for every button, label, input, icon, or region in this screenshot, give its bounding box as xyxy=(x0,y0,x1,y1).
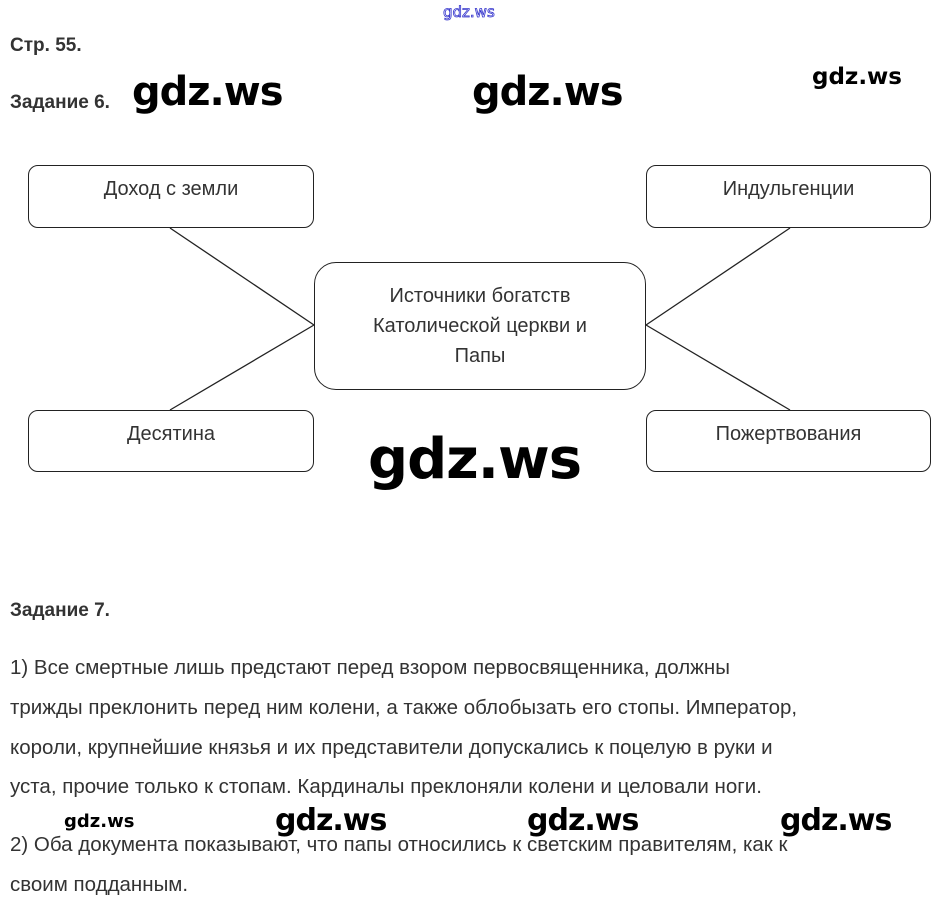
watermark: gdz.ws xyxy=(527,803,639,838)
box-label: Индульгенции xyxy=(722,178,855,200)
box-land-income: Доход с земли xyxy=(28,165,314,228)
box-label: Доход с земли xyxy=(103,178,239,200)
box-tithe: Десятина xyxy=(28,410,314,472)
watermark: gdz.ws xyxy=(812,64,902,90)
center-line: Католической церкви и xyxy=(373,315,587,337)
box-donations: Пожертвования xyxy=(646,410,931,472)
center-line: Папы xyxy=(454,345,506,367)
task6-title: Задание 6. xyxy=(10,92,110,113)
watermark: gdz.ws xyxy=(64,811,135,832)
connector-line xyxy=(645,227,791,326)
answer-line: 2) Оба документа показывают, что папы от… xyxy=(10,833,788,856)
answer-line: уста, прочие только к стопам. Кардиналы … xyxy=(10,775,762,798)
page-label: Стр. 55. xyxy=(10,35,82,56)
answer-line: короли, крупнейшие князья и их представи… xyxy=(10,736,773,759)
watermark: gdz.ws xyxy=(472,69,624,115)
answer-line: 1) Все смертные лишь предстают перед взо… xyxy=(10,656,730,679)
connector-line xyxy=(169,324,315,411)
box-indulgences: Индульгенции xyxy=(646,165,931,228)
watermark: gdz.ws xyxy=(275,803,387,838)
answer-line: своим подданным. xyxy=(10,873,189,896)
watermark: gdz.ws xyxy=(368,427,582,492)
connector-line xyxy=(169,227,315,326)
watermark: gdz.ws xyxy=(132,69,284,115)
watermark: gdz.ws xyxy=(780,803,892,838)
box-label: Десятина xyxy=(127,423,215,445)
answer-line: трижды преклонить перед ним колени, а та… xyxy=(10,696,798,719)
center-line: Источники богатств xyxy=(389,285,571,307)
watermark-top: gdz.ws xyxy=(443,3,496,22)
box-center-wealth-sources: Источники богатств Католической церкви и… xyxy=(314,262,646,390)
task7-title: Задание 7. xyxy=(10,600,110,621)
diagram-connectors xyxy=(169,227,791,411)
box-label: Пожертвования xyxy=(715,423,862,445)
connector-line xyxy=(645,324,791,411)
